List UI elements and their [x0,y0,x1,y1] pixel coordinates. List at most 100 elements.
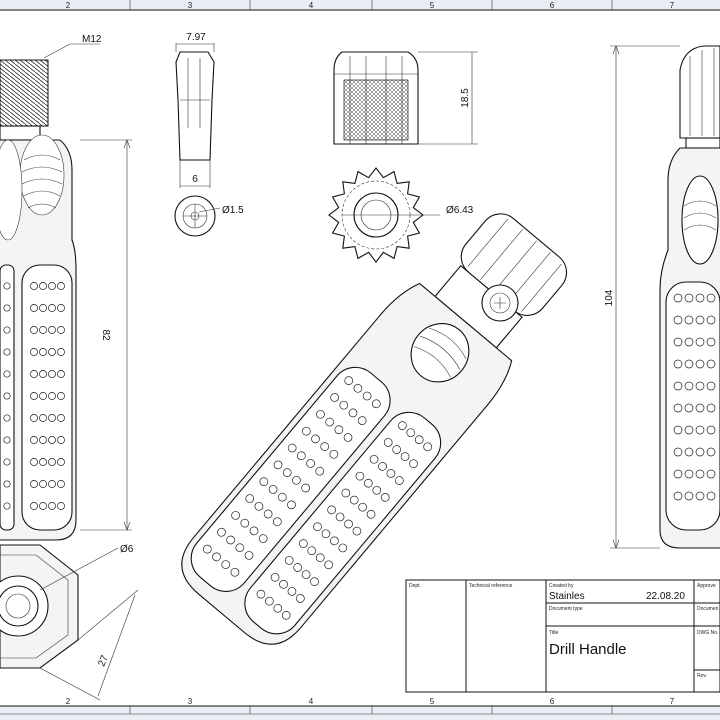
grip-dot [39,348,47,356]
grip-dot [301,570,311,579]
grip-dot [301,426,311,436]
grip-dot [39,458,47,466]
grip-dot [706,425,716,435]
grip-dot [57,458,65,466]
zone-label: 2 [66,697,71,706]
grip-dot [392,445,401,454]
grip-dot [254,501,264,511]
grip-dot [30,282,38,290]
grip-dot [297,451,306,461]
grip-dot [338,543,348,553]
grip-dot [244,551,254,560]
grip-dot [48,458,56,466]
grip-dot [299,539,308,548]
grip-dot [259,477,269,487]
grip-dot [57,436,65,444]
grip-dot [400,452,410,461]
nut-bore-label: Ø6.43 [446,205,474,216]
grip-dot [240,518,250,528]
doc-status-label: Documen [697,606,719,612]
collet-base-label: 6 [192,174,198,185]
grip-dot [39,392,47,400]
grip-dot [57,502,65,510]
grip-dot [330,393,339,402]
grip-dot [673,381,683,391]
grip-dot [362,391,372,401]
grip-dot [706,337,716,347]
grip-dot [296,594,305,603]
grip-dot [230,567,240,577]
grip-dot [684,315,694,325]
doc-type-label: Document type [549,606,583,612]
grip-dot [673,293,683,303]
thread-dimension: M12 [43,34,102,59]
grip-dot [306,459,315,468]
grip-dot [235,543,245,553]
grip-dot [272,517,282,527]
grip-dot [307,546,317,555]
grip-dot [684,337,694,347]
grip-dot [30,502,38,510]
grip-dot [256,589,266,599]
grip-dot [352,526,362,536]
grip-dot [695,447,705,457]
grip-dot [344,519,353,529]
grip-dot [695,491,705,501]
grip-dot [706,469,716,479]
overall-length-dimension: 104 [604,45,680,549]
grip-dot [695,381,705,391]
zone-label: 4 [309,697,314,706]
grip-dot [349,495,359,505]
grip-dot [39,282,47,290]
grip-dot [277,492,287,502]
grip-dot [3,282,11,290]
zone-label: 3 [188,697,193,706]
grip-dot [48,304,56,312]
grip-dot [48,282,56,290]
grip-dot [329,449,339,459]
grip-dot [57,392,65,400]
grip-dot [57,414,65,422]
date-value: 22.08.20 [646,591,685,602]
grip-dot [57,480,65,488]
grip-dot [324,560,333,570]
zone-labels-top: 2 3 4 5 6 7 [66,1,675,10]
grip-dot [284,556,294,565]
grip-dot [343,433,353,442]
grip-dot [706,491,716,501]
grip-dot [335,512,345,522]
grip-dot [673,359,683,369]
created-by-value: Stainles [549,591,585,602]
grip-dot [263,509,273,519]
grip-dot [695,293,705,303]
grip-dot [48,370,56,378]
grip-dot [282,468,292,477]
grip-dot [706,381,716,391]
grip-dot [212,552,221,562]
grip-dot [3,370,11,378]
zone-labels-bottom: 2 3 4 5 6 7 [66,697,675,706]
grip-dot [48,480,56,488]
grip-dot [293,563,303,572]
grip-dot [39,414,47,422]
grip-dot [372,485,382,495]
nut-height-label: 18.5 [460,88,471,108]
end-view-hex: Ø6 27 [0,544,139,701]
grip-dot [3,304,11,312]
grip-dot [245,494,255,503]
across-flats-label: 27 [96,653,111,668]
handle-length-dimension: 82 [80,139,132,531]
grip-dot [369,454,379,464]
drawing-title: Drill Handle [549,641,627,658]
grip-dot [386,469,396,478]
zone-label: 5 [430,697,435,706]
grip-dot [310,577,319,586]
grip-dot [57,304,65,312]
grip-dot [321,529,331,539]
grip-dot [39,304,47,312]
grip-dot [684,491,694,501]
grip-dot [48,414,56,422]
grip-dot [355,471,365,481]
grip-dot [341,488,351,498]
grip-dot [325,417,334,427]
